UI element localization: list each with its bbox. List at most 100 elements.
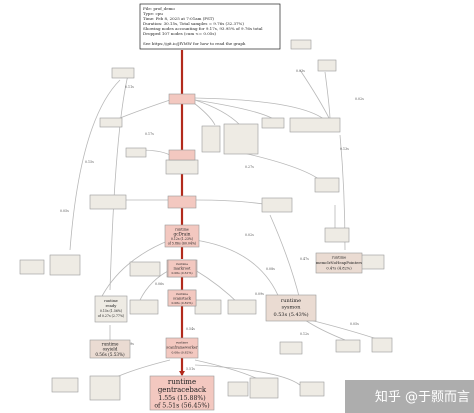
node-label: 0.08s (0.82%) bbox=[171, 351, 192, 355]
edge-h bbox=[299, 69, 331, 121]
node-label: gentraceback bbox=[158, 386, 207, 394]
edge-label: 0.17s bbox=[145, 132, 154, 136]
node-label: 0.12s (1.23%) bbox=[171, 237, 193, 241]
edge-label: 0.12s bbox=[300, 332, 309, 336]
edge-label: 0.15s bbox=[85, 160, 94, 164]
node-label: runtime bbox=[281, 298, 301, 304]
graph-node-minor[interactable] bbox=[371, 337, 393, 353]
node-scanframeworker[interactable]: runtime scanframeworker 0.08s (0.82%) bbox=[165, 337, 199, 359]
graph-node-minor[interactable] bbox=[223, 123, 259, 155]
graph-node-minor[interactable] bbox=[335, 339, 361, 353]
edge-label: 0.02s bbox=[245, 233, 254, 237]
graph-node-hot[interactable] bbox=[168, 149, 196, 161]
edge-label: 0.02s bbox=[355, 97, 364, 101]
graph-node-minor[interactable] bbox=[324, 227, 350, 243]
graph-node-hot[interactable] bbox=[168, 93, 196, 105]
node-label: runtime bbox=[102, 342, 119, 347]
watermark-backdrop bbox=[345, 380, 474, 413]
graph-node-minor[interactable] bbox=[194, 299, 222, 315]
graph-node-minor[interactable] bbox=[49, 254, 81, 276]
node-markroot[interactable]: runtime markroot 0.06s (0.61%) bbox=[167, 259, 197, 278]
node-scanstack[interactable]: runtime scanstack 0.08s (0.82%) bbox=[167, 289, 197, 307]
info-line: Duration: 30.15s, Total samples = 9.76s … bbox=[143, 21, 244, 26]
edge-label: 0.03s bbox=[296, 69, 305, 73]
edge-label: 0.54s bbox=[186, 327, 195, 331]
node-label: of 5.51s (56.45%) bbox=[154, 403, 209, 410]
edge-label: 0.13s bbox=[340, 147, 349, 151]
info-box-border bbox=[139, 3, 281, 50]
node-label: 1.55s (15.88%) bbox=[158, 395, 205, 402]
graph-node-minor[interactable] bbox=[261, 197, 293, 213]
graph-node-minor[interactable] bbox=[111, 67, 135, 79]
node-osyield[interactable]: runtime osyield 0.56s (5.53%) bbox=[89, 339, 131, 359]
node-label: runtime bbox=[176, 262, 188, 266]
edge-label: 5.51s bbox=[186, 367, 195, 371]
node-label: scanstack bbox=[173, 297, 192, 301]
graph-node-minor[interactable] bbox=[261, 117, 285, 129]
node-gcdrain[interactable]: runtime gcDrain 0.12s (1.23%) of 5.86s (… bbox=[164, 224, 200, 248]
info-line: See https://git.io/JfYMW for how to read… bbox=[143, 41, 246, 46]
graph-node-minor[interactable] bbox=[129, 261, 161, 277]
node-label: runtime bbox=[104, 299, 118, 303]
node-label: 0.47s (4.82%) bbox=[326, 267, 352, 271]
node-label: of 0.27s (2.77%) bbox=[98, 314, 124, 318]
edge-a bbox=[69, 79, 121, 251]
edges bbox=[69, 50, 381, 386]
node-ready[interactable]: runtime ready 0.15s (1.56%) of 0.27s (2.… bbox=[94, 295, 128, 323]
graph-node-minor[interactable] bbox=[129, 299, 159, 315]
node-label: runtime bbox=[332, 256, 346, 260]
node-sysmon[interactable]: runtime sysmon 0.53s (5.43%) bbox=[265, 294, 317, 322]
node-label: runtime bbox=[168, 378, 196, 386]
graph-node-minor[interactable] bbox=[314, 177, 340, 193]
node-label: 0.08s (0.82%) bbox=[171, 301, 192, 305]
graph-node-minor[interactable] bbox=[51, 377, 79, 393]
edge-label: 0.09s bbox=[255, 292, 264, 296]
graph-node-minor[interactable] bbox=[165, 159, 199, 175]
node-label: sysmon bbox=[282, 305, 302, 311]
node-label: of 5.86s (60.04%) bbox=[168, 242, 197, 246]
node-gentraceback[interactable]: runtime gentraceback 1.55s (15.88%) of 5… bbox=[149, 375, 215, 411]
graph-node-minor[interactable] bbox=[317, 59, 337, 72]
node-label: 0.15s (1.56%) bbox=[100, 309, 122, 313]
edge-y bbox=[269, 214, 301, 301]
node-label: scanframeworker bbox=[166, 346, 198, 350]
graph-node-hot[interactable] bbox=[167, 195, 197, 209]
edge-label: 0.11s bbox=[125, 85, 134, 89]
node-label: 0.56s (5.53%) bbox=[95, 352, 125, 357]
node-memclr[interactable]: runtime memclrNoHeapPointers 0.47s (4.82… bbox=[315, 252, 363, 274]
info-line: Type: cpu bbox=[143, 11, 163, 16]
graph-node-minor[interactable] bbox=[249, 377, 279, 399]
info-line: Time: Feb 8, 2025 at 7:01am (PST) bbox=[143, 16, 214, 21]
graph-node-minor[interactable] bbox=[299, 381, 325, 397]
edge-trunk-arrow bbox=[179, 371, 185, 376]
node-label: 0.53s (5.43%) bbox=[273, 311, 308, 318]
node-label: runtime bbox=[175, 228, 189, 232]
graph-node-minor[interactable] bbox=[289, 117, 341, 133]
edge-label: 0.06s bbox=[155, 282, 164, 286]
graph-node-minor[interactable] bbox=[290, 39, 312, 50]
graph-node-minor[interactable] bbox=[19, 259, 45, 275]
node-label: 0.06s (0.61%) bbox=[171, 271, 192, 275]
graph-node-minor[interactable] bbox=[89, 375, 121, 401]
edge-e bbox=[194, 99, 241, 126]
node-label: gcDrain bbox=[174, 232, 191, 237]
edge-m bbox=[194, 239, 281, 301]
watermark: 知乎 @于颢而言 bbox=[345, 380, 474, 413]
graph-node-minor[interactable] bbox=[125, 147, 147, 158]
graph-node-minor[interactable] bbox=[279, 341, 303, 355]
edge-v bbox=[194, 364, 301, 386]
edge-label: 0.08s bbox=[266, 267, 275, 271]
edge-r bbox=[304, 319, 346, 341]
watermark-text: 知乎 @于颢而言 bbox=[375, 389, 470, 405]
profile-info-box: File: prof_demo Type: cpu Time: Feb 8, 2… bbox=[139, 3, 281, 50]
edge-n bbox=[99, 239, 171, 301]
graph-node-minor[interactable] bbox=[99, 117, 123, 128]
graph-node-minor[interactable] bbox=[359, 254, 385, 270]
graph-node-minor[interactable] bbox=[89, 194, 127, 210]
node-label: memclrNoHeapPointers bbox=[316, 260, 362, 265]
edge-label: 0.27s bbox=[245, 165, 254, 169]
graph-node-minor[interactable] bbox=[201, 125, 221, 153]
graph-node-minor[interactable] bbox=[227, 381, 249, 397]
graph-node-minor[interactable] bbox=[227, 299, 257, 315]
info-line: Showing nodes accounting for 9.17s, 93.9… bbox=[143, 26, 263, 31]
